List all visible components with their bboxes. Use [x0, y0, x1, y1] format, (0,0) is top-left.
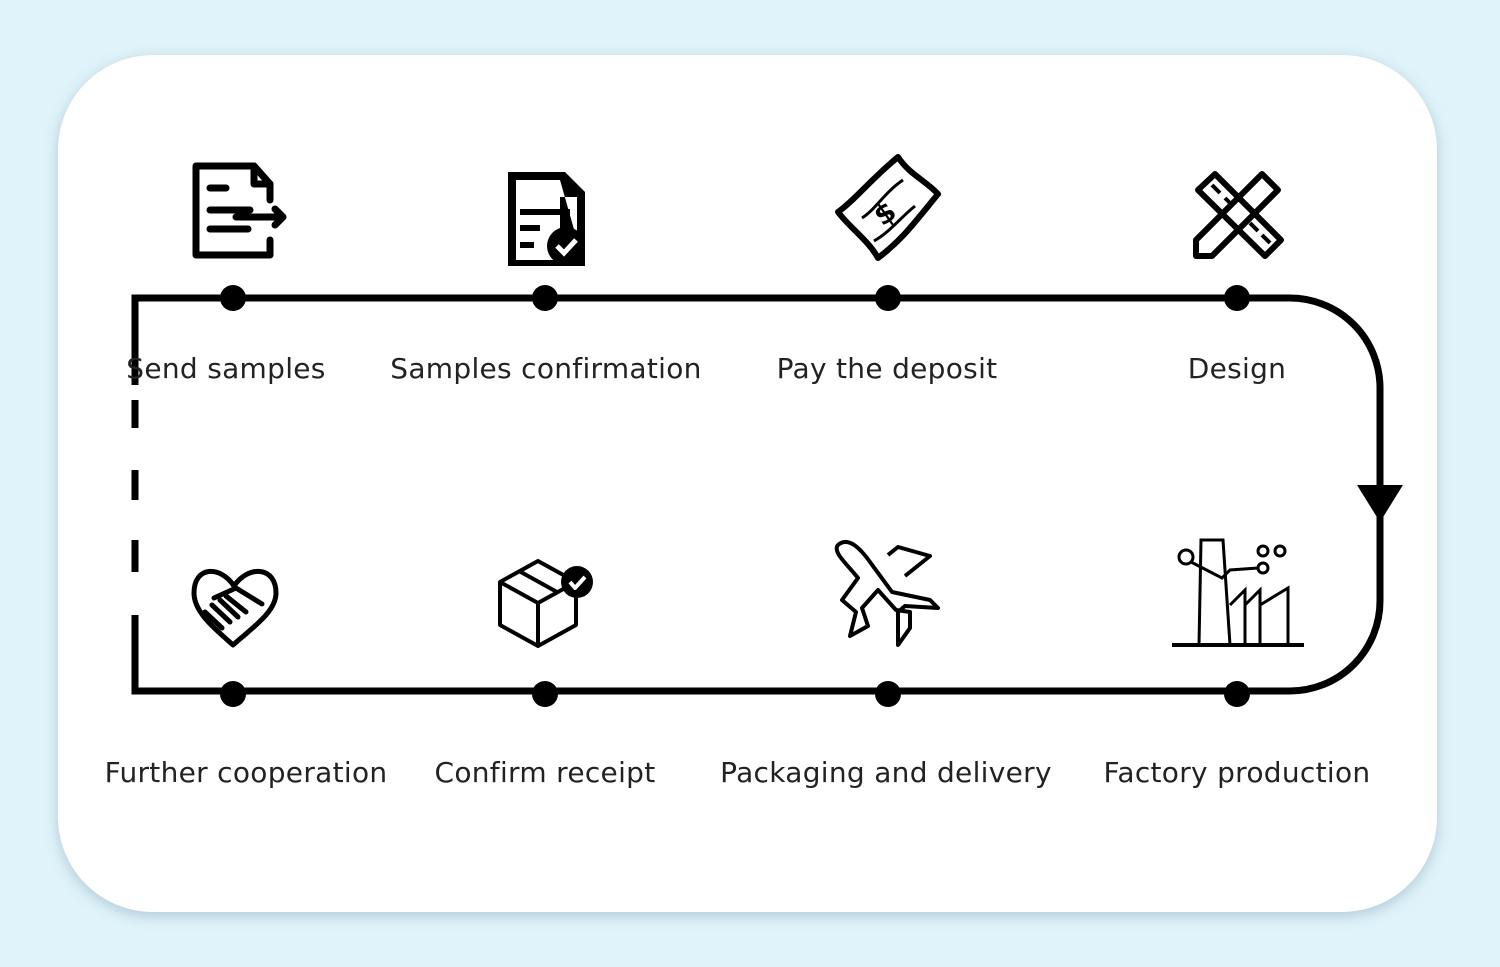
- step-label-send-samples: Send samples: [126, 352, 326, 385]
- document-send-icon: [192, 162, 287, 259]
- step-dot: [1224, 285, 1250, 311]
- step-label-packaging-delivery: Packaging and delivery: [720, 756, 1052, 789]
- step-dot: [532, 285, 558, 311]
- pencil-ruler-icon: [1193, 171, 1284, 259]
- factory-icon: [1172, 538, 1304, 647]
- airplane-icon: [834, 539, 940, 647]
- direction-arrow-icon: [1357, 485, 1403, 522]
- svg-text:$: $: [867, 194, 902, 232]
- handshake-heart-icon: [191, 568, 279, 648]
- step-dot: [220, 681, 246, 707]
- document-check-icon: [508, 172, 585, 266]
- step-label-pay-deposit: Pay the deposit: [776, 352, 998, 385]
- step-label-samples-confirmation: Samples confirmation: [390, 352, 702, 385]
- box-check-icon: [498, 559, 593, 648]
- money-bill-icon: $: [835, 154, 941, 261]
- step-label-factory-production: Factory production: [1103, 756, 1371, 789]
- step-dot: [532, 681, 558, 707]
- step-label-design: Design: [1187, 352, 1287, 385]
- step-dot: [875, 681, 901, 707]
- step-dot: [875, 285, 901, 311]
- step-dot: [220, 285, 246, 311]
- step-label-confirm-receipt: Confirm receipt: [434, 756, 656, 789]
- step-dot: [1224, 681, 1250, 707]
- step-label-further-cooperation: Further cooperation: [104, 756, 388, 789]
